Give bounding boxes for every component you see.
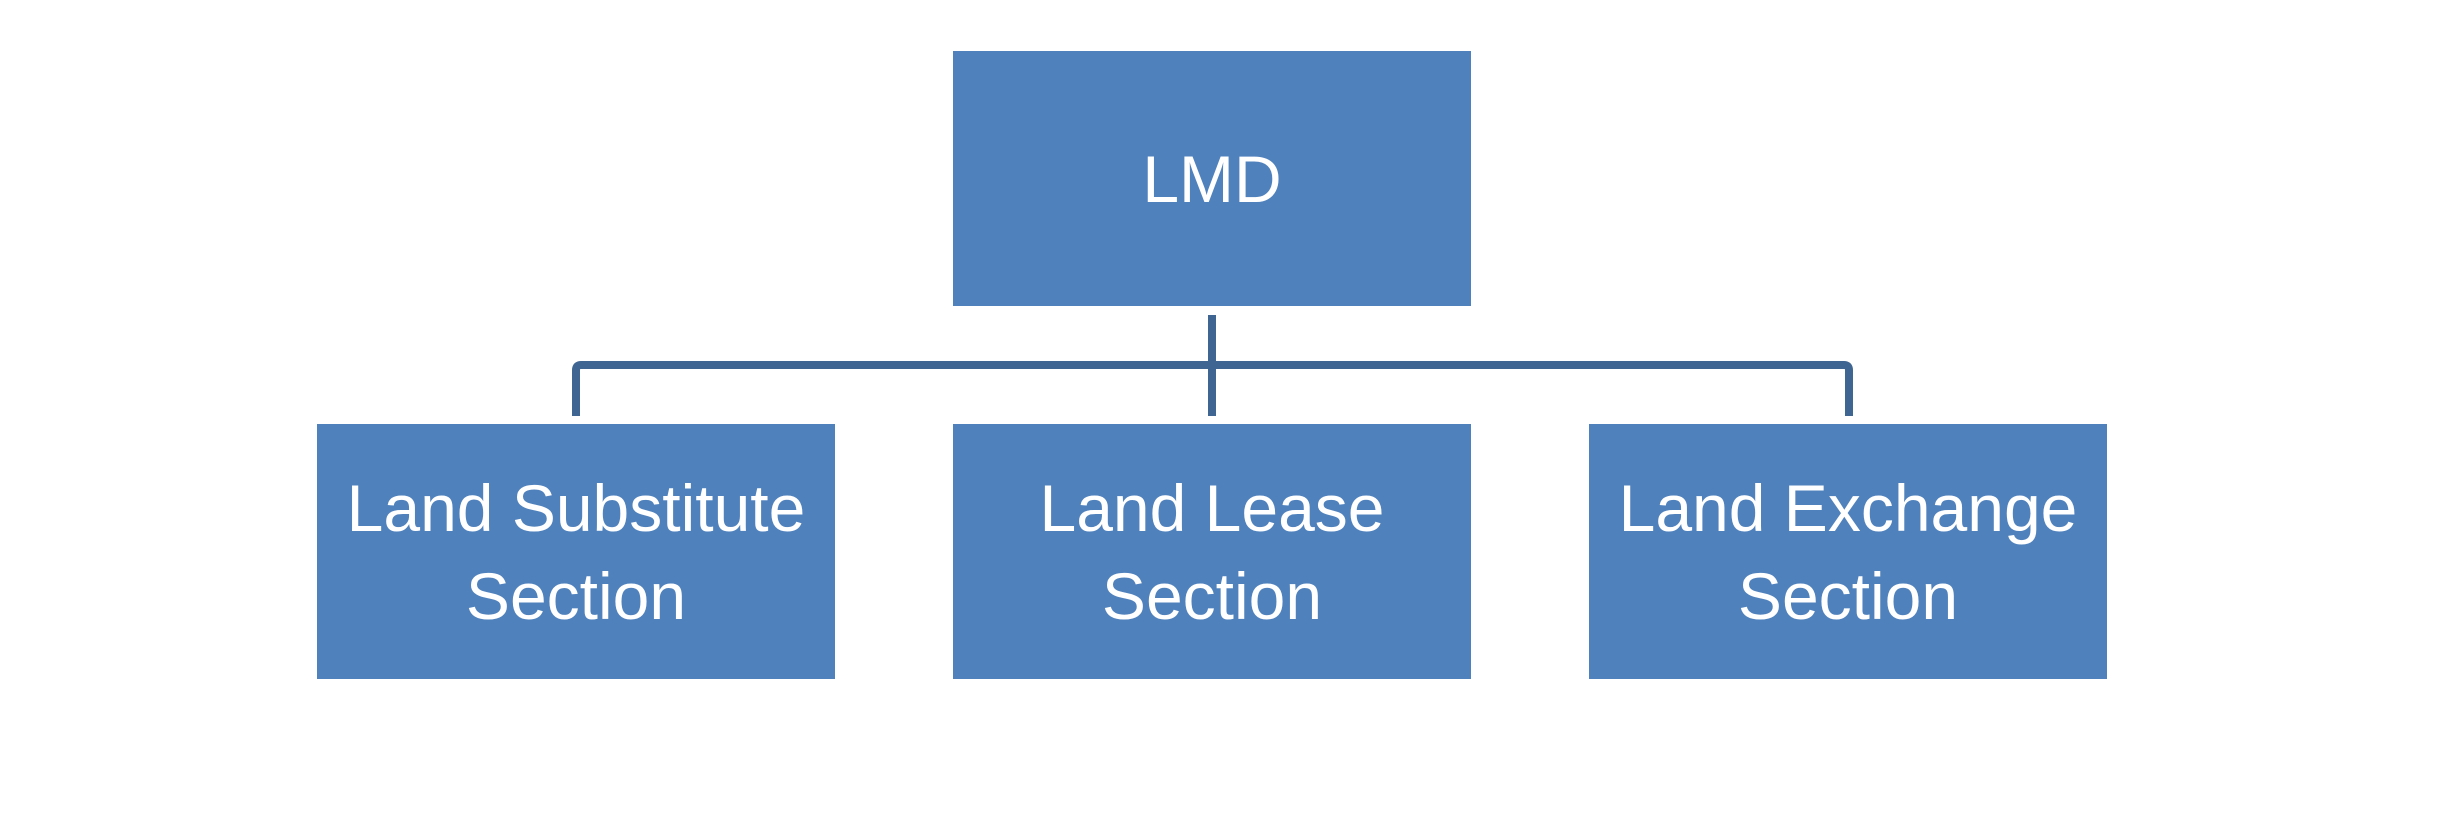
child-node-label: Land Substitute Section [346,470,806,633]
root-node-label: LMD [1142,141,1282,216]
connector-horizontal-bar [572,361,1853,416]
child-node-label: Land Exchange Section [1618,470,2078,633]
child-node-land-lease-section: Land Lease Section [953,424,1471,679]
child-node-land-substitute-section: Land Substitute Section [317,424,835,679]
root-node-lmd: LMD [953,51,1471,306]
child-node-land-exchange-section: Land Exchange Section [1589,424,2107,679]
child-node-label: Land Lease Section [1039,470,1385,633]
